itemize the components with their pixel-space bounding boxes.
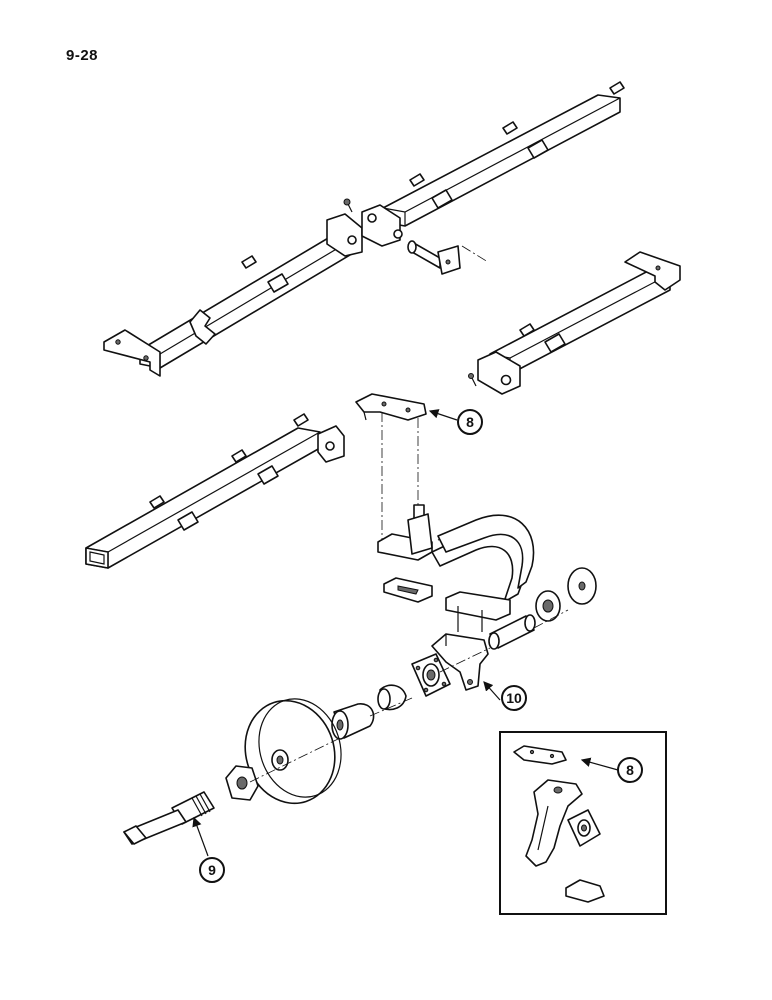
bearing-hub-stack — [331, 653, 451, 740]
callout-10-label: 10 — [506, 690, 522, 706]
pin-with-plate — [407, 240, 461, 275]
callout-9-label: 9 — [208, 862, 216, 878]
callout-10: 10 — [501, 685, 527, 711]
axle-bolt — [123, 791, 215, 845]
assembly-center-lines — [249, 245, 569, 783]
callout-8-inset: 8 — [617, 757, 643, 783]
hex-hub — [225, 765, 259, 801]
spindle-bushing — [488, 567, 597, 650]
callout-8-top-label: 8 — [466, 414, 474, 430]
callout-8-inset-label: 8 — [626, 762, 634, 778]
callout-leaders — [192, 409, 619, 857]
left-lower-beam — [85, 413, 345, 569]
shank-assembly — [355, 393, 535, 632]
callout-9: 9 — [199, 857, 225, 883]
inset-detail — [499, 731, 667, 915]
page-number: 9-28 — [66, 47, 99, 64]
main-frame-beam — [103, 81, 625, 377]
callout-8-top: 8 — [457, 409, 483, 435]
right-short-beam — [468, 251, 681, 395]
